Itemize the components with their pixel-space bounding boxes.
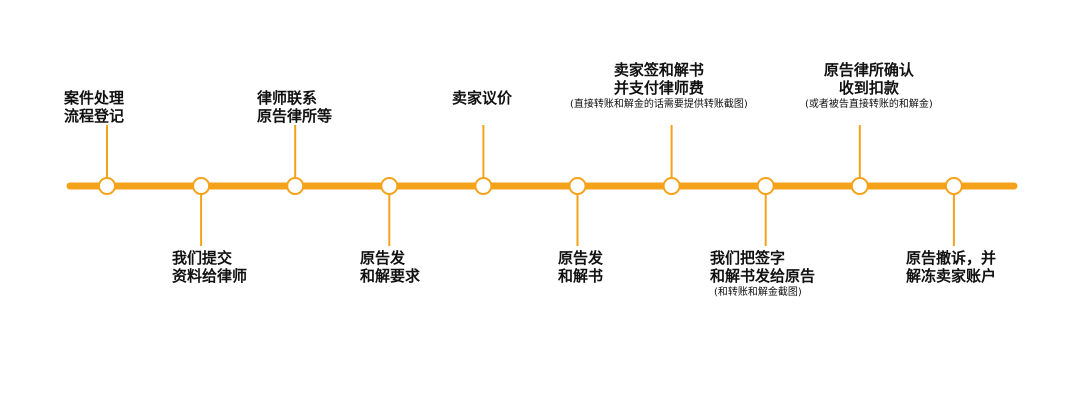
step-label-9: 原告律所确认 收到扣款 (或者被告直接转账的和解金) — [805, 61, 933, 111]
connectors — [106, 125, 955, 246]
step-label-2: 我们提交 资料给律师 — [172, 249, 247, 285]
step-1-line2: 流程登记 — [64, 107, 125, 125]
step-1-line1: 案件处理 — [64, 89, 125, 107]
step-6-line2: 和解书 — [558, 267, 604, 285]
step-4-line2: 和解要求 — [360, 267, 421, 285]
step-7-line2: 并支付律师费 — [613, 79, 704, 97]
timeline-node-7 — [662, 177, 681, 195]
step-5-line1: 卖家议价 — [452, 89, 513, 107]
step-8-line2: 和解书发给原告 — [710, 267, 816, 285]
timeline-node-8 — [756, 177, 775, 195]
timeline-node-2 — [192, 177, 211, 195]
step-10-line2: 解冻卖家账户 — [906, 267, 997, 285]
step-label-6: 原告发 和解书 — [558, 249, 603, 285]
step-label-3: 律师联系 原告律所等 — [257, 89, 332, 125]
step-label-5: 卖家议价 — [452, 89, 512, 107]
step-10-line1: 原告撤诉，并 — [906, 249, 997, 267]
step-7-line1: 卖家签和解书 — [613, 61, 704, 79]
timeline-node-3 — [286, 177, 305, 195]
step-8-note: (和转账和解金截图) — [714, 287, 802, 298]
step-3-line1: 律师联系 — [257, 89, 318, 107]
step-label-7: 卖家签和解书 并支付律师费 (直接转账和解金的话需要提供转账截图) — [570, 61, 748, 111]
step-9-line2: 收到扣款 — [838, 79, 899, 97]
step-3-line2: 原告律所等 — [257, 107, 333, 125]
step-7-note: (直接转账和解金的话需要提供转账截图) — [570, 99, 748, 110]
timeline-node-4 — [380, 177, 399, 195]
step-label-10: 原告撤诉，并 解冻卖家账户 — [906, 249, 996, 285]
step-8-line1: 我们把签字 — [710, 249, 786, 267]
step-2-line2: 资料给律师 — [172, 267, 248, 285]
step-label-8: 我们把签字 和解书发给原告 (和转账和解金截图) — [710, 249, 815, 299]
step-label-4: 原告发 和解要求 — [360, 249, 420, 285]
timeline-node-1 — [98, 177, 116, 195]
timeline-node-6 — [568, 177, 587, 195]
timeline-node-9 — [850, 177, 869, 195]
timeline-node-10 — [944, 177, 963, 195]
timeline-node-5 — [474, 177, 493, 195]
step-9-line1: 原告律所确认 — [823, 61, 914, 79]
nodes — [98, 177, 963, 195]
step-label-1: 案件处理 流程登记 — [64, 89, 124, 125]
step-2-line1: 我们提交 — [172, 249, 233, 267]
step-9-note: (或者被告直接转账的和解金) — [805, 99, 933, 110]
step-4-line1: 原告发 — [360, 249, 406, 267]
step-6-line1: 原告发 — [558, 249, 604, 267]
